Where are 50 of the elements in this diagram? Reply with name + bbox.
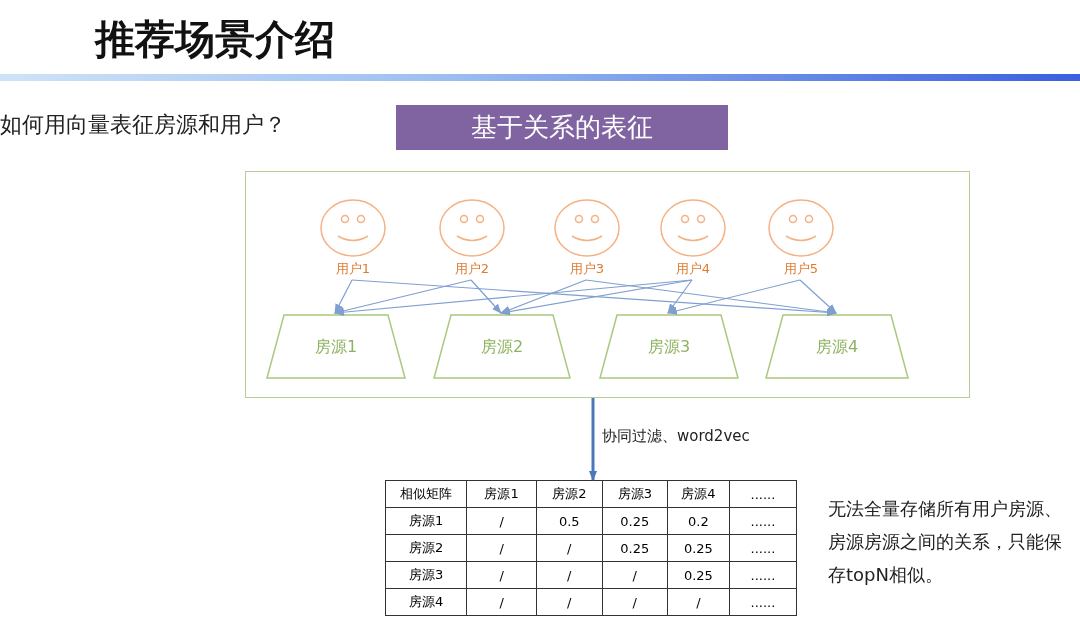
trapezoid-box: 房源3 — [599, 314, 739, 379]
title-banner: 基于关系的表征 — [396, 105, 728, 150]
arrow — [334, 279, 353, 314]
arrow — [667, 279, 693, 314]
group-frame — [245, 171, 970, 398]
table-cell: 0.25 — [602, 507, 668, 535]
table-cell: 房源1 — [385, 507, 467, 535]
trapezoid-box: 房源2 — [433, 314, 571, 379]
header-cell: 相似矩阵 — [385, 480, 467, 508]
header-cell: 房源1 — [466, 480, 537, 508]
table-cell: / — [466, 507, 537, 535]
arrow — [585, 279, 837, 316]
table-cell: 0.25 — [667, 534, 730, 562]
table-cell: ...... — [729, 534, 797, 562]
table-cell: 0.25 — [667, 561, 730, 589]
arrow — [589, 398, 597, 481]
arrow — [334, 279, 472, 315]
arrow — [500, 279, 587, 314]
arrow — [667, 279, 801, 315]
table-cell: / — [602, 561, 668, 589]
page-title: 推荐场景介绍 — [95, 15, 335, 64]
table-cell: ...... — [729, 561, 797, 589]
table-cell: 房源3 — [385, 561, 467, 589]
header-cell: 房源3 — [602, 480, 668, 508]
table-cell: / — [536, 561, 603, 589]
trapezoid-box: 房源1 — [266, 314, 406, 379]
arrow — [470, 279, 502, 314]
table-cell: 0.5 — [536, 507, 603, 535]
header-cell: 房源4 — [667, 480, 730, 508]
edge-label: 协同过滤、word2vec — [600, 427, 752, 446]
note-text: 无法全量存储所有用户房源、房源房源之间的关系，只能保存topN相似。 — [828, 497, 1063, 587]
table-cell: 0.25 — [602, 534, 668, 562]
header-cell: 房源2 — [536, 480, 603, 508]
table-cell: / — [466, 534, 537, 562]
header-cell: ...... — [729, 480, 797, 508]
table-cell: 房源2 — [385, 534, 467, 562]
table-cell: 0.2 — [667, 507, 730, 535]
question-text: 如何用向量表征房源和用户？ — [0, 111, 286, 139]
table-cell: / — [667, 588, 730, 616]
table-cell: ...... — [729, 588, 797, 616]
arrow — [799, 279, 837, 314]
table-cell: 房源4 — [385, 588, 467, 616]
trapezoid-box: 房源4 — [765, 314, 909, 379]
arrow — [500, 279, 693, 316]
table-cell: / — [536, 534, 603, 562]
table-cell: / — [466, 561, 537, 589]
table-cell: / — [536, 588, 603, 616]
table-cell: / — [466, 588, 537, 616]
table-cell: / — [602, 588, 668, 616]
table-cell: ...... — [729, 507, 797, 535]
